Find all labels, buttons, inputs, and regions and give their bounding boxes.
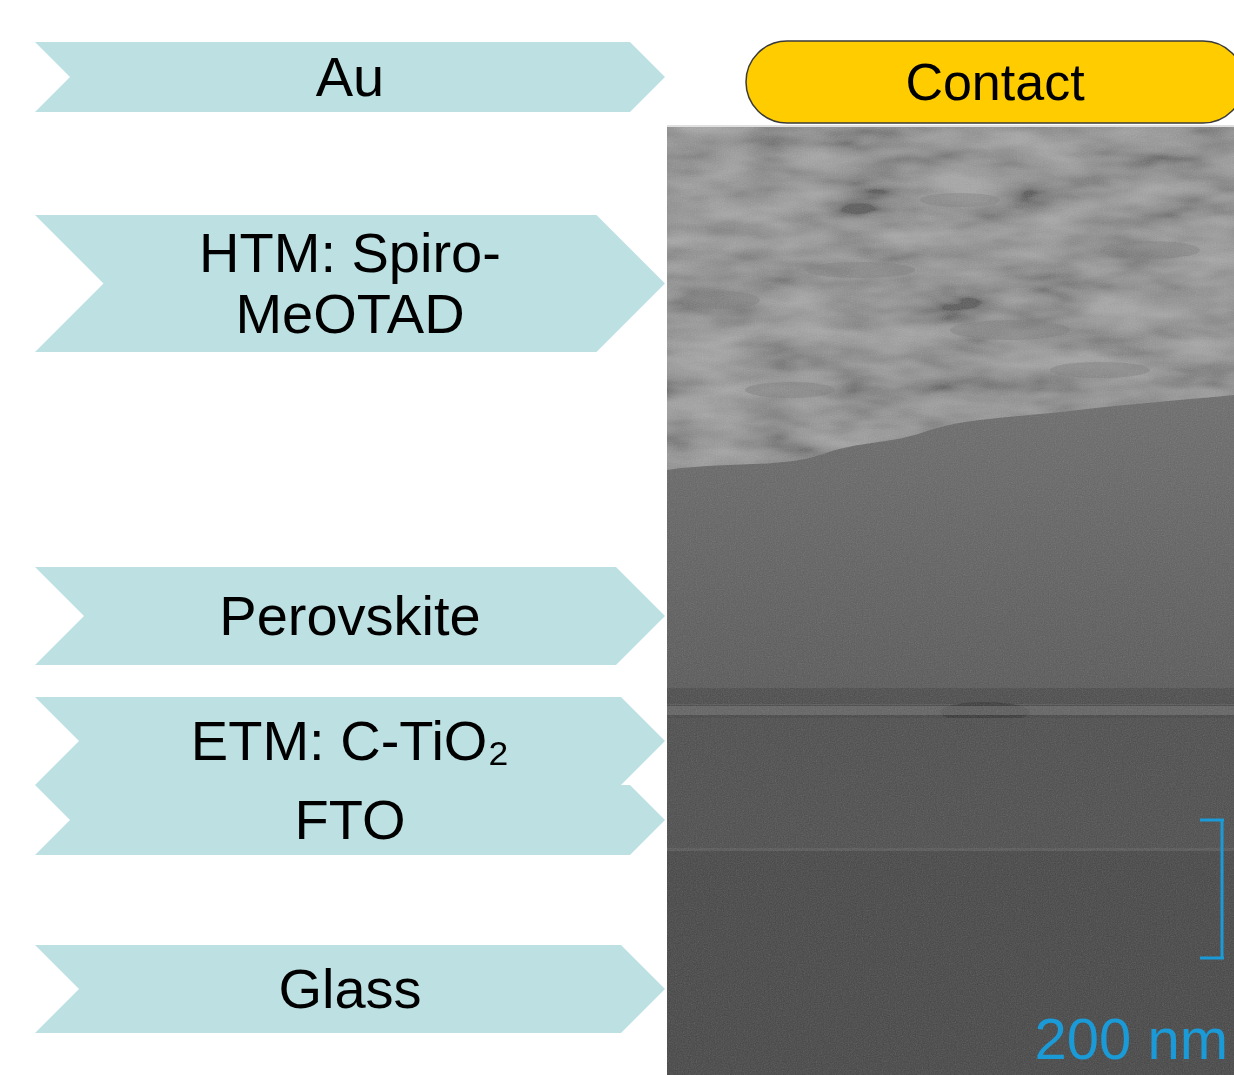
layer-name: ETM: C-TiO₂ — [191, 711, 509, 771]
scale-label: 200 nm — [990, 1005, 1228, 1072]
node-content: FTO — [35, 785, 665, 855]
layer-tag: HTM: Spiro-MeOTAD — [35, 215, 665, 352]
layer-tag: Perovskite — [35, 567, 665, 665]
layer-tag: Glass — [35, 945, 665, 1033]
layer-name: Contact — [905, 54, 1084, 110]
node-content: Glass — [35, 945, 665, 1033]
node-content: Contact — [745, 40, 1234, 124]
node-content: Perovskite — [35, 567, 665, 665]
layer-name: Glass — [278, 959, 421, 1019]
chevron-fill — [35, 567, 665, 665]
chevron-fill — [35, 945, 665, 1033]
chevron-fill — [35, 785, 665, 855]
layer-tag: Au — [35, 42, 665, 112]
node-content: ETM: C-TiO₂ — [35, 697, 665, 785]
layer-name: FTO — [295, 790, 406, 850]
layer-name: Perovskite — [219, 586, 480, 646]
contact-pill: Contact — [745, 40, 1234, 124]
layer-name: HTM: Spiro-MeOTAD — [150, 223, 550, 344]
pill-fill — [746, 41, 1234, 123]
node-content: Au — [35, 42, 665, 112]
chevron-fill — [35, 42, 665, 112]
layer-tag: FTO — [35, 785, 665, 855]
chevron-fill — [35, 697, 665, 785]
node-content: HTM: Spiro-MeOTAD — [35, 215, 665, 352]
chevron-fill — [35, 215, 665, 352]
layer-tag: ETM: C-TiO₂ — [35, 697, 665, 785]
scale-bar — [1200, 820, 1224, 958]
layer-name: Au — [316, 47, 385, 107]
